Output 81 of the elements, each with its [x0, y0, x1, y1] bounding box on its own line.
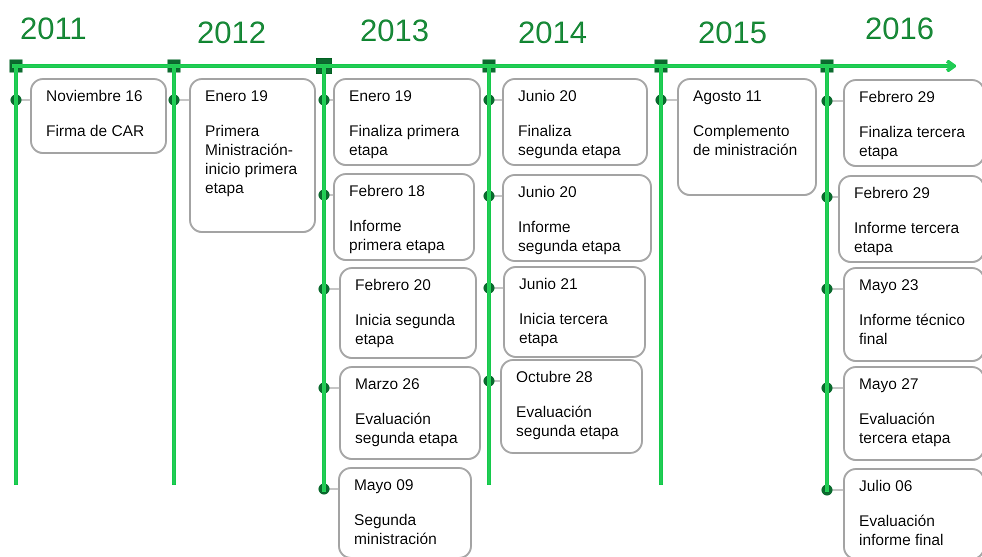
- event-box: [339, 267, 477, 359]
- connector: [168, 94, 189, 106]
- event-date: Enero 19: [205, 88, 269, 106]
- event-description: Finaliza primera etapa: [349, 122, 460, 160]
- connector: [822, 382, 843, 394]
- event-description: Informe primera etapa: [349, 217, 446, 255]
- event-box: [838, 175, 982, 263]
- event-description: Informe técnico final: [859, 311, 966, 349]
- event-date: Mayo 09: [354, 477, 414, 495]
- event-box: [843, 468, 982, 557]
- event-box: [503, 266, 646, 358]
- event-box: [677, 78, 817, 196]
- connector: [822, 284, 843, 294]
- event-description: Inicia tercera etapa: [519, 310, 609, 348]
- connector: [822, 96, 843, 106]
- event-date: Junio 21: [519, 276, 579, 294]
- timeline-axis: [12, 60, 956, 72]
- year-label: 2014: [518, 16, 587, 50]
- event-description: Firma de CAR: [46, 122, 146, 141]
- axis-joint: [825, 68, 829, 80]
- event-box: [500, 359, 643, 454]
- event-description: Segunda ministración: [354, 511, 438, 549]
- event-box: [502, 78, 648, 166]
- year-label: 2011: [20, 12, 87, 46]
- event-description: Finaliza segunda etapa: [518, 122, 622, 160]
- year-label: 2012: [197, 16, 266, 50]
- event-description: Informe segunda etapa: [518, 218, 622, 256]
- connector: [484, 190, 502, 202]
- event-date: Enero 19: [349, 88, 413, 106]
- axis-joint: [659, 68, 663, 80]
- event-date: Febrero 20: [355, 277, 432, 295]
- connector: [822, 192, 838, 202]
- event-box: [333, 173, 475, 261]
- connector: [318, 484, 338, 494]
- event-date: Noviembre 16: [46, 88, 144, 106]
- year-label: 2016: [865, 12, 934, 46]
- event-date: Octubre 28: [516, 369, 594, 387]
- event-description: Finaliza tercera etapa: [859, 123, 966, 161]
- event-date: Febrero 18: [349, 183, 426, 201]
- event-date: Junio 20: [518, 88, 578, 106]
- axis-joint: [14, 68, 18, 80]
- year-label: 2015: [698, 16, 767, 50]
- event-date: Febrero 29: [859, 89, 936, 107]
- event-description: Informe tercera etapa: [854, 219, 960, 257]
- event-date: Agosto 11: [693, 88, 763, 106]
- connector: [656, 94, 677, 106]
- connector: [318, 284, 339, 294]
- event-date: Marzo 26: [355, 376, 421, 394]
- event-box: [843, 267, 982, 362]
- event-date: Junio 20: [518, 184, 578, 202]
- connector: [318, 190, 333, 200]
- event-description: Complemento de ministración: [693, 122, 798, 160]
- event-date: Julio 06: [859, 478, 914, 496]
- event-box: [843, 79, 982, 167]
- connector: [318, 94, 333, 106]
- year-label: 2013: [360, 14, 429, 48]
- connector: [484, 282, 503, 294]
- event-box: [843, 366, 982, 461]
- event-box: [189, 78, 316, 233]
- event-description: Evaluación informe final: [859, 512, 944, 550]
- connector: [484, 94, 502, 106]
- axis-joint: [172, 68, 176, 80]
- connector: [822, 484, 843, 496]
- connector: [318, 382, 339, 394]
- event-description: Evaluación segunda etapa: [355, 410, 459, 448]
- event-description: Evaluación segunda etapa: [516, 403, 620, 441]
- event-date: Febrero 29: [854, 185, 931, 203]
- axis-joint: [322, 68, 326, 80]
- event-box: [502, 174, 652, 262]
- event-box: [30, 78, 167, 154]
- event-box: [333, 78, 481, 166]
- connector: [484, 376, 500, 386]
- event-box: [338, 467, 472, 557]
- event-description: Evaluación tercera etapa: [859, 410, 952, 448]
- event-description: Primera Ministración- inicio primera etapa: [205, 122, 298, 198]
- axis-joint: [487, 68, 491, 80]
- event-description: Inicia segunda etapa: [355, 311, 456, 349]
- connector: [10, 94, 30, 106]
- event-date: Mayo 27: [859, 376, 920, 394]
- event-box: [339, 366, 481, 460]
- event-date: Mayo 23: [859, 277, 920, 295]
